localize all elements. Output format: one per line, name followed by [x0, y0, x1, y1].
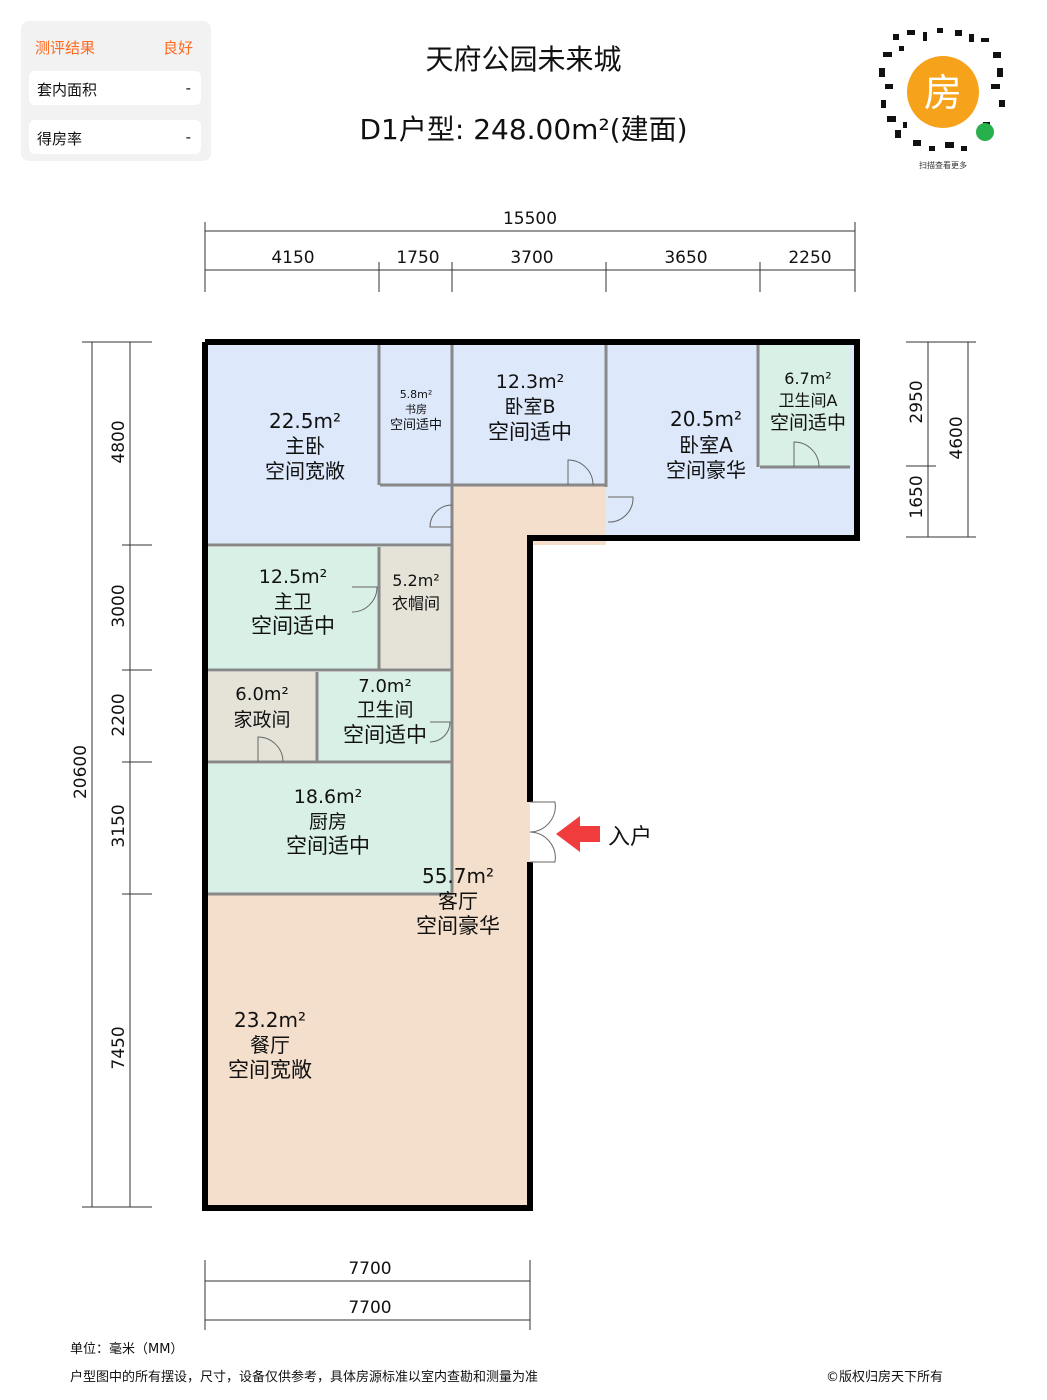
dim-left-1: 4800 [109, 420, 129, 463]
qr-caption: 扫描查看更多 [919, 161, 967, 170]
room-name: 主卧 [285, 434, 325, 458]
dim-left-5: 7450 [109, 1026, 129, 1069]
room-desc: 空间适中 [390, 418, 442, 433]
room-name: 餐厅 [250, 1033, 290, 1057]
dim-top-3: 3700 [510, 248, 553, 268]
room-name: 书房 [405, 403, 427, 416]
entrance-label: 入户 [608, 825, 652, 850]
room-area: 12.5m² [259, 566, 327, 588]
evaluation-row-efficiency: 得房率 - [29, 120, 201, 154]
dim-right-total: 4600 [947, 416, 967, 459]
closet-area [380, 547, 452, 669]
evaluation-grade: 良好 [162, 39, 193, 57]
unit-note: 单位：毫米（MM） [70, 1342, 184, 1357]
room-labels: 22.5m² 主卧 空间宽敞 5.8m² 书房 空间适中 12.3m² 卧室B … [228, 369, 846, 1082]
dim-bottom-2: 7700 [348, 1298, 391, 1318]
exterior-walls [202, 339, 860, 1211]
page-title: 天府公园未来城 [425, 43, 622, 76]
evaluation-row-value: - [185, 79, 191, 97]
qr-badge-icon [907, 56, 979, 128]
utility-area [207, 672, 317, 762]
evaluation-card: 测评结果 良好 套内面积 - 得房率 - [21, 21, 211, 161]
room-name: 卫生间 [356, 699, 413, 721]
room-desc: 空间豪华 [416, 914, 500, 938]
room-desc: 空间适中 [251, 614, 335, 638]
room-desc: 空间宽敞 [228, 1058, 312, 1082]
room-area: 5.2m² [392, 571, 439, 590]
mini-program-icon [976, 123, 994, 141]
dim-top-5: 2250 [788, 248, 831, 268]
room-name: 客厅 [438, 889, 478, 913]
study-area [380, 345, 452, 485]
room-area: 12.3m² [496, 371, 564, 393]
room-desc: 空间适中 [343, 723, 427, 747]
master-bath-area [207, 547, 379, 669]
room-area: 5.8m² [400, 388, 433, 401]
evaluation-row-label: 套内面积 [37, 81, 98, 99]
room-desc: 空间适中 [488, 420, 572, 444]
room-name: 厨房 [309, 811, 347, 833]
room-area: 55.7m² [422, 864, 494, 888]
qr-code[interactable]: 房 [873, 22, 1013, 172]
room-name: 卧室B [504, 396, 555, 418]
room-name: 家政间 [233, 709, 290, 731]
dining-room-area [207, 894, 530, 1206]
dim-right-1: 2950 [907, 380, 927, 423]
room-desc: 空间豪华 [666, 458, 746, 482]
dim-top-4: 3650 [664, 248, 707, 268]
bedroom-b-area [453, 345, 606, 485]
room-name: 卧室A [679, 433, 733, 457]
disclaimer: 户型图中的所有摆设，尺寸，设备仅供参考，具体房源标准以室内查勘和测量为准 [70, 1370, 539, 1385]
room-area: 6.0m² [235, 684, 288, 705]
dim-top-1: 4150 [271, 248, 314, 268]
unit-type-title: D1户型: 248.00m²(建面) [359, 113, 688, 146]
dim-left-4: 3150 [109, 804, 129, 847]
dim-bottom-1: 7700 [348, 1259, 391, 1279]
room-area: 7.0m² [358, 676, 411, 697]
dim-top-total: 15500 [503, 209, 557, 229]
dim-left-2: 3000 [109, 584, 129, 627]
evaluation-row-value: - [185, 128, 191, 146]
dim-right-2: 1650 [907, 475, 927, 518]
room-area: 20.5m² [670, 407, 742, 431]
copyright: ©版权归房天下所有 [826, 1370, 944, 1385]
room-name: 卫生间A [779, 391, 838, 410]
room-area: 18.6m² [294, 786, 362, 808]
room-desc: 空间适中 [286, 834, 370, 858]
dim-left-total: 20600 [71, 745, 91, 799]
evaluation-header: 测评结果 [35, 39, 96, 57]
qr-badge-text: 房 [924, 71, 962, 115]
room-name: 主卫 [274, 591, 312, 613]
dim-top-2: 1750 [396, 248, 439, 268]
room-area: 23.2m² [234, 1008, 306, 1032]
kitchen-area [207, 764, 452, 894]
dimension-lines [82, 222, 976, 1330]
interior-walls [207, 345, 850, 896]
room-area: 6.7m² [784, 369, 831, 388]
dim-left-3: 2200 [109, 693, 129, 736]
room-desc: 空间适中 [770, 412, 846, 434]
room-name: 衣帽间 [392, 594, 440, 613]
doors [257, 441, 820, 863]
bathroom-a-area [760, 345, 850, 467]
evaluation-row-inner-area: 套内面积 - [29, 71, 201, 105]
room-desc: 空间宽敞 [265, 459, 345, 483]
evaluation-row-label: 得房率 [37, 130, 83, 148]
living-room-area [453, 540, 530, 895]
entrance-arrow-icon [556, 816, 600, 852]
toilet-area [318, 672, 452, 762]
room-area: 22.5m² [269, 409, 341, 433]
